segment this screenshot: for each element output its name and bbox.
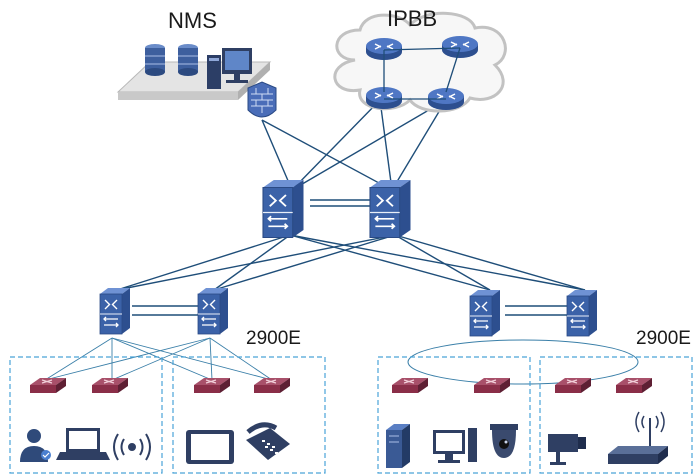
aggregation-switch-2 [197,287,229,335]
desktop-icon [433,428,477,463]
switch-group-label-left: 2900E [246,328,301,349]
access-links-left [44,337,273,381]
nms-station [116,44,272,100]
switch-group-label-right: 2900E [636,328,691,349]
ipbb-router-2 [441,35,479,59]
user-icon [20,429,51,462]
wireless-icon [113,433,151,461]
server-icon [386,424,410,468]
nms-label: NMS [168,8,217,33]
core-switch-left [262,179,305,239]
access-group-2 [172,356,326,474]
access-group-3 [377,356,531,474]
firewall-icon [247,81,277,118]
dome-camera-icon [490,424,518,458]
laptop-icon [56,428,110,460]
core-switch-right [369,179,412,239]
aggregation-switch-1 [99,287,131,335]
access-group-4 [539,356,693,474]
workstation-icon [207,48,252,89]
phone-icon [246,422,290,460]
camera-icon [548,434,586,465]
tablet-icon [186,430,234,464]
ipbb-label: IPBB [387,6,438,31]
access-ring [407,339,639,385]
network-links [116,99,586,316]
wireless-router-icon [608,411,668,464]
server-icon [145,44,165,76]
aggregation-switch-4 [566,289,598,337]
ipbb-cloud [333,11,507,113]
server-icon [178,44,198,76]
access-group-1 [9,356,163,474]
access-routers [29,377,653,394]
aggregation-switch-3 [469,289,501,337]
